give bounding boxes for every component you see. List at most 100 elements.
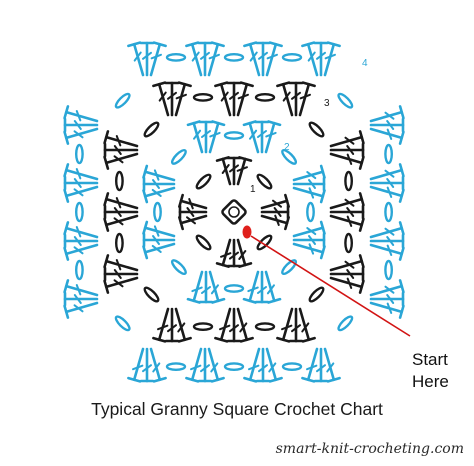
- treble-stitch: [142, 164, 176, 182]
- stitch-post: [236, 82, 249, 117]
- stitch-post: [64, 301, 99, 314]
- treble-stitch: [369, 185, 405, 203]
- treble-stitch: [63, 233, 99, 249]
- stitch-top-bar: [152, 336, 167, 343]
- stitch-cross-bar: [152, 179, 160, 189]
- stitch-cross-bar: [133, 51, 142, 62]
- stitch-top-bar: [103, 155, 110, 170]
- treble-stitch: [236, 156, 253, 186]
- center-ring-inner: [228, 206, 240, 218]
- stitch-top-bar: [185, 41, 200, 48]
- stitch-cross-bar: [229, 324, 239, 333]
- treble-stitch: [369, 279, 405, 297]
- treble-stitch: [369, 105, 405, 123]
- round-number-label: 3: [324, 98, 330, 109]
- stitch-post: [219, 82, 232, 117]
- stitch-cross-bar: [75, 110, 82, 122]
- stitch-top-bar: [358, 155, 365, 170]
- stitch-cross-bar: [73, 188, 84, 197]
- stitch-top-bar: [301, 376, 316, 383]
- stitch-cross-bar: [249, 51, 258, 62]
- treble-stitch: [369, 291, 405, 307]
- stitch-top-bar: [186, 120, 201, 127]
- chain-stitch: [223, 131, 245, 140]
- stitch-top-bar: [177, 81, 192, 88]
- treble-stitch: [142, 232, 176, 248]
- stitch-cross-bar: [210, 284, 219, 295]
- stitch-cross-bar: [200, 51, 210, 60]
- stitch-post: [157, 307, 170, 342]
- stitch-top-bar: [239, 336, 254, 343]
- stitch-cross-bar: [229, 251, 239, 260]
- treble-stitch: [142, 220, 176, 238]
- stitch-cross-bar: [386, 236, 395, 246]
- stitch-cross-bar: [188, 198, 194, 210]
- corner-chain: [308, 121, 325, 138]
- round-1-side-3: [195, 234, 253, 268]
- treble-stitch: [264, 270, 282, 304]
- stitch-cross-bar: [73, 130, 84, 139]
- stitch-post: [143, 242, 176, 254]
- stitch-cross-bar: [153, 169, 160, 181]
- stitch-cross-bar: [208, 53, 220, 60]
- treble-stitch: [298, 307, 316, 343]
- stitch-cross-bar: [113, 207, 122, 217]
- stitch-cross-bar: [326, 362, 335, 373]
- stitch-cross-bar: [75, 168, 82, 180]
- treble-stitch: [226, 81, 242, 117]
- treble-stitch: [329, 152, 365, 170]
- stitch-post: [369, 226, 404, 239]
- stitch-top-bar: [152, 81, 167, 88]
- stitch-post: [149, 347, 162, 382]
- stitch-post: [248, 42, 261, 77]
- stitch-cross-bar: [324, 53, 336, 60]
- treble-stitch: [214, 81, 232, 117]
- treble-stitch: [265, 41, 283, 77]
- treble-stitch: [329, 254, 365, 272]
- stitch-post: [369, 301, 404, 314]
- stitch-cross-bar: [237, 93, 249, 100]
- treble-stitch: [185, 41, 203, 77]
- treble-stitch: [186, 270, 204, 304]
- stitch-top-bar: [142, 245, 149, 260]
- treble-stitch: [236, 81, 254, 117]
- stitch-post: [64, 127, 99, 140]
- treble-stitch: [103, 266, 139, 282]
- stitch-cross-bar: [282, 91, 291, 102]
- stitch-top-bar: [215, 156, 230, 162]
- corner-chain: [195, 173, 212, 190]
- stitch-cross-bar: [153, 225, 160, 237]
- corner-chain: [143, 121, 160, 138]
- round-number-label: 4: [362, 58, 368, 69]
- stitch-cross-bar: [73, 294, 82, 304]
- treble-stitch: [127, 41, 145, 77]
- treble-stitch: [226, 307, 242, 343]
- stitch-cross-bar: [266, 284, 275, 295]
- stitch-post: [104, 276, 139, 289]
- stitch-top-bar: [301, 81, 316, 88]
- stitch-cross-bar: [386, 244, 393, 256]
- corner-chain: [337, 92, 354, 109]
- stitch-post: [221, 157, 232, 186]
- round-2: [142, 120, 326, 304]
- treble-stitch: [139, 347, 155, 383]
- stitch-cross-bar: [186, 207, 195, 217]
- treble-stitch: [178, 204, 208, 220]
- treble-stitch: [164, 81, 180, 117]
- stitch-cross-bar: [193, 129, 202, 140]
- stitch-cross-bar: [384, 111, 395, 120]
- stitch-top-bar: [215, 262, 230, 268]
- stitch-cross-bar: [142, 364, 152, 373]
- treble-stitch: [207, 41, 225, 77]
- treble-stitch: [142, 242, 176, 260]
- round-number-label: 2: [284, 142, 290, 153]
- stitch-top-bar: [63, 246, 70, 261]
- stitch-top-bar: [63, 130, 70, 145]
- stitch-post: [329, 276, 364, 289]
- stitch-post: [292, 170, 325, 182]
- treble-stitch: [292, 242, 326, 260]
- stitch-cross-bar: [291, 324, 301, 333]
- stitch-cross-bar: [272, 199, 282, 208]
- treble-stitch: [329, 266, 365, 282]
- stitch-post: [64, 168, 99, 181]
